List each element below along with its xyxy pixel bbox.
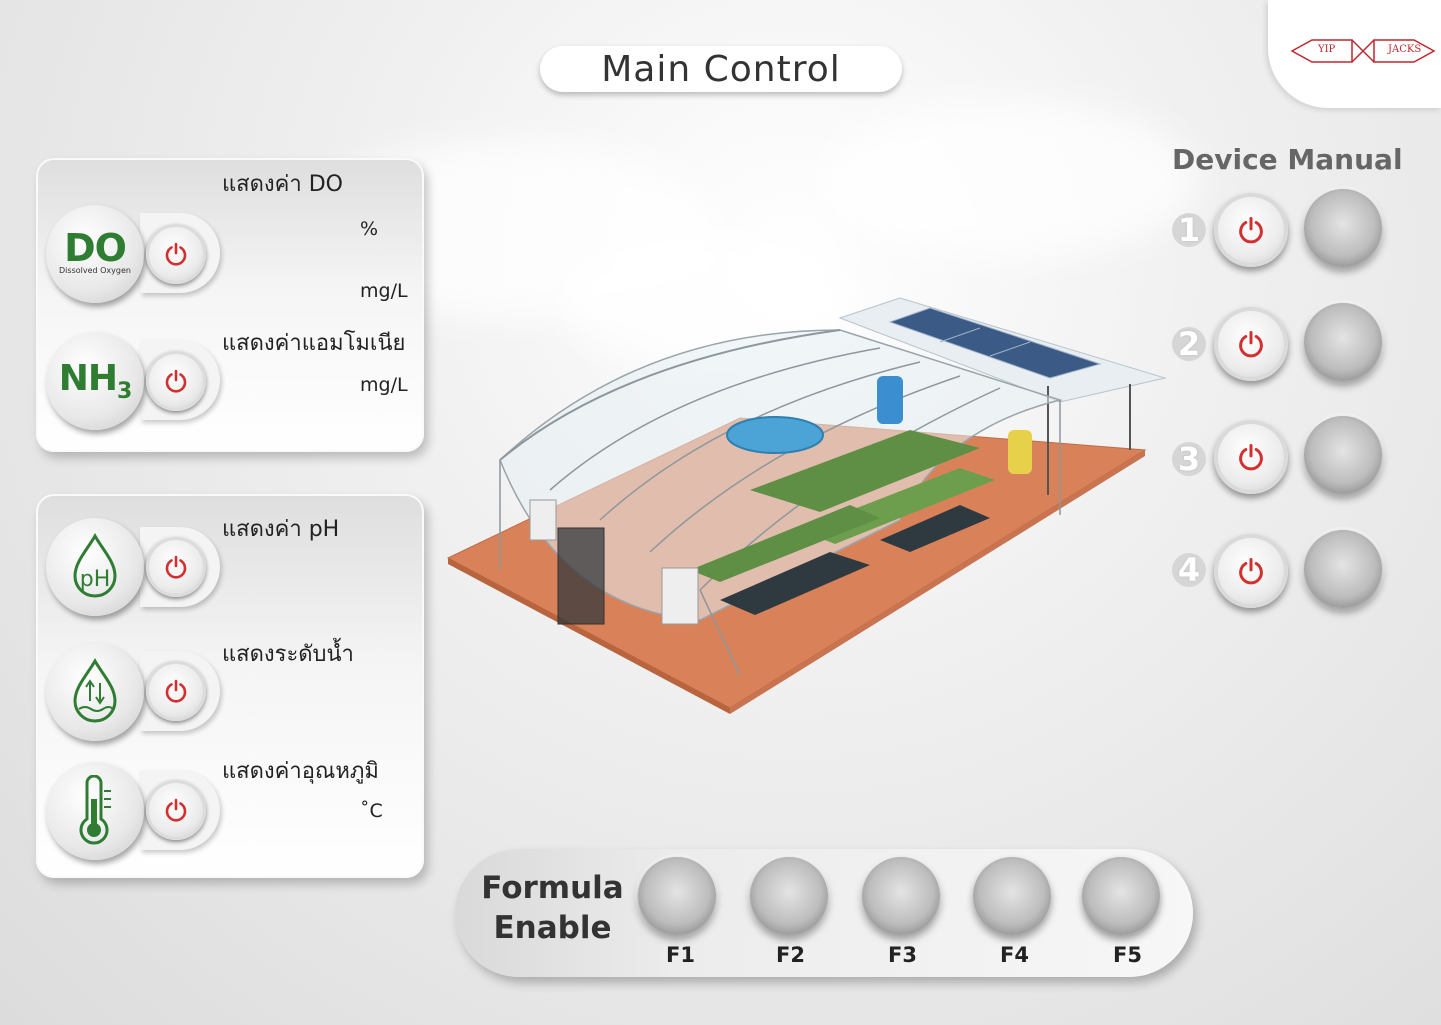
power-icon [165,798,187,822]
temperature-label: แสดงค่าอุณหภูมิ [222,759,379,784]
water-level-power-button[interactable] [146,661,206,721]
power-icon [1239,557,1263,585]
ph-power-button[interactable] [146,537,206,597]
nh3-icon-subscript: 3 [116,379,132,404]
power-icon [1239,443,1263,471]
formula-f4-button[interactable] [973,857,1051,935]
logo-right-text: JACKS [1388,44,1422,55]
do-label: แสดงค่า DO [222,172,343,197]
do-power-button[interactable] [146,224,206,284]
device-1-status-lamp [1304,189,1382,267]
formula-f1-button[interactable] [638,857,716,935]
device-4-number: 4 [1172,551,1206,589]
formula-label-line2: Enable [493,910,612,946]
device-2-status-lamp [1304,303,1382,381]
ph-icon: pH [46,518,144,616]
device-1-power-button[interactable] [1214,193,1288,267]
formula-f1-label: F1 [666,943,695,967]
logo-icon [1290,39,1436,63]
device-4-status-lamp [1304,530,1382,608]
brand-logo: YIP JACKS [1268,0,1441,108]
water-level-label: แสดงระดับน้ำ [222,642,354,667]
temperature-unit: ˚C [360,800,383,822]
power-icon [165,369,187,393]
ph-icon-text: pH [80,567,111,592]
formula-f3-button[interactable] [862,857,940,935]
formula-f5-label: F5 [1113,943,1142,967]
power-icon [1239,330,1263,358]
nh3-label: แสดงค่าแอมโมเนีย [222,331,406,356]
formula-f2-label: F2 [776,943,805,967]
temperature-power-button[interactable] [146,780,206,840]
do-unit-mgl: mg/L [360,280,408,302]
device-2-number: 2 [1172,325,1206,363]
formula-f5-button[interactable] [1082,857,1160,935]
formula-f3-label: F3 [888,943,917,967]
thermometer-icon [46,762,144,860]
do-icon-text: DO [64,226,127,270]
power-icon [165,242,187,266]
do-icon-subtext: Dissolved Oxygen [59,266,131,275]
greenhouse-illustration [446,297,1167,714]
nh3-unit: mg/L [360,374,408,396]
page-title: Main Control [540,46,902,92]
device-manual-title: Device Manual [1172,143,1403,176]
formula-f4-label: F4 [1000,943,1029,967]
do-icon: DO Dissolved Oxygen [46,205,144,303]
device-2-power-button[interactable] [1214,307,1288,381]
power-icon [165,555,187,579]
formula-f2-button[interactable] [750,857,828,935]
device-1-number: 1 [1172,211,1206,249]
water-level-icon [46,643,144,741]
ph-label: แสดงค่า pH [222,517,340,542]
device-4-power-button[interactable] [1214,534,1288,608]
power-icon [1239,216,1263,244]
device-3-number: 3 [1172,440,1206,478]
formula-label-line1: Formula [481,870,624,906]
formula-enable-label: Formula Enable [480,868,625,948]
device-3-status-lamp [1304,416,1382,494]
nh3-icon: NH3 [46,332,144,430]
nh3-power-button[interactable] [146,351,206,411]
logo-left-text: YIP [1318,44,1336,55]
device-3-power-button[interactable] [1214,420,1288,494]
power-icon [165,679,187,703]
nh3-icon-text: NH [58,358,118,399]
do-unit-percent: % [360,218,379,240]
